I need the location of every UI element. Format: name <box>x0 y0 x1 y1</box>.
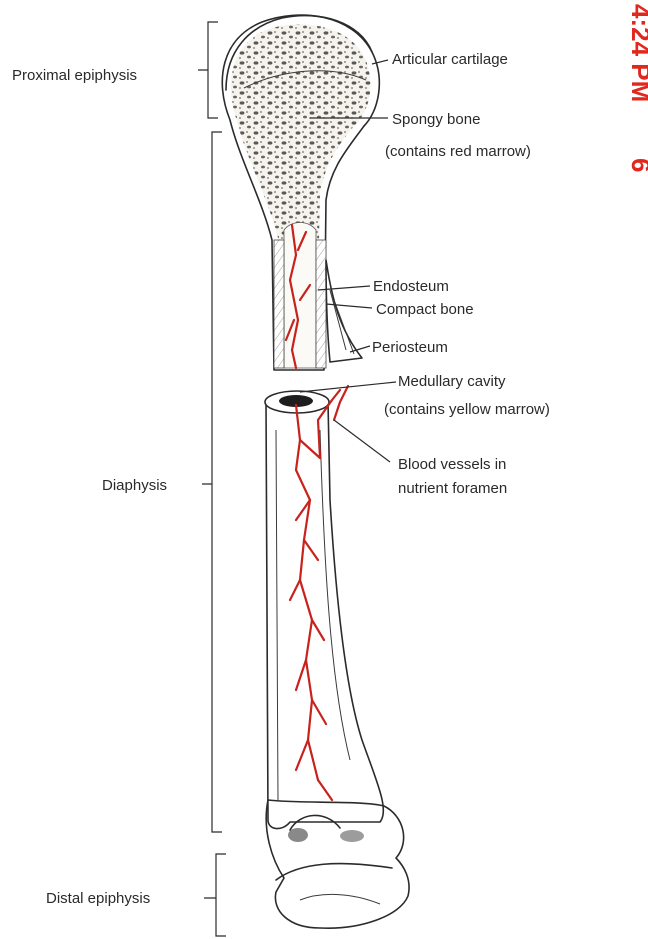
brackets <box>198 22 226 936</box>
label-periosteum: Periosteum <box>372 339 448 356</box>
label-medullary-cavity: Medullary cavity <box>398 373 506 390</box>
proximal-bone-section <box>222 15 379 370</box>
diaphysis-shaft <box>265 391 383 829</box>
label-medullary-cavity-note: (contains yellow marrow) <box>384 401 550 418</box>
label-endosteum: Endosteum <box>373 278 449 295</box>
stamp-time: 4:24 PM <box>626 4 648 102</box>
label-diaphysis: Diaphysis <box>102 477 167 494</box>
proximal-bracket <box>198 22 218 118</box>
label-spongy-bone: Spongy bone <box>392 111 480 128</box>
label-compact-bone: Compact bone <box>376 301 474 318</box>
label-distal-epiphysis: Distal epiphysis <box>46 890 150 907</box>
distal-epiphysis-end <box>266 800 409 928</box>
label-blood-vessels-line2: nutrient foramen <box>398 480 507 497</box>
stamp-day: 6 <box>626 158 648 172</box>
diaphysis-bracket <box>202 132 222 832</box>
date-time-stamp: 4:24 PM 6 <box>626 4 648 172</box>
label-blood-vessels-line1: Blood vessels in <box>398 456 506 473</box>
label-proximal-epiphysis: Proximal epiphysis <box>12 67 137 84</box>
label-articular-cartilage: Articular cartilage <box>392 51 508 68</box>
label-spongy-bone-note: (contains red marrow) <box>385 143 531 160</box>
distal-bracket <box>204 854 226 936</box>
